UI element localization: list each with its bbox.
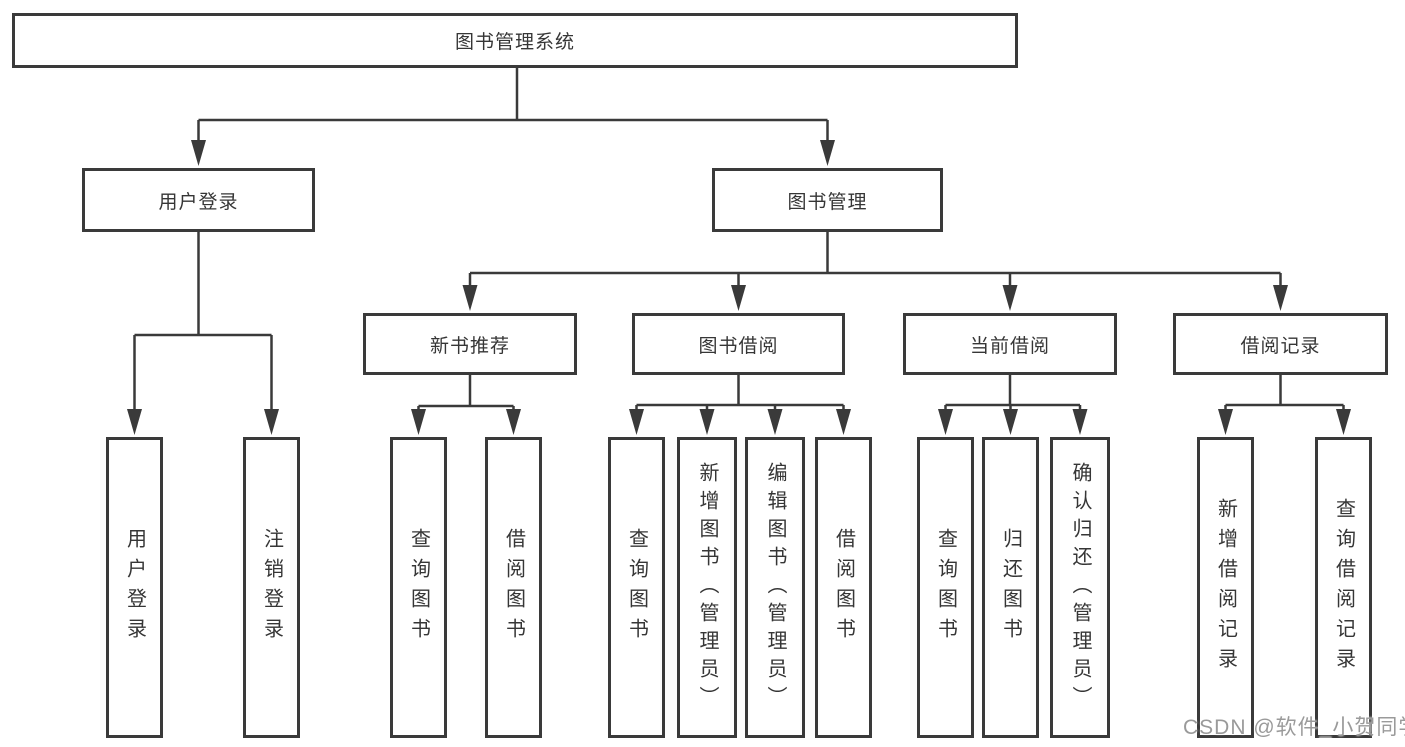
node-user-login: 用户登录	[82, 168, 315, 232]
leaf-user-login: 用户登录	[106, 437, 163, 738]
leaf-newbooks-query: 查询图书	[390, 437, 447, 738]
leaf-currentborrow-return: 归还图书	[982, 437, 1039, 738]
leaf-currentborrow-query: 查询图书	[917, 437, 974, 738]
csdn-watermark: CSDN @软件_小贺同学	[1183, 716, 1405, 739]
node-new-books: 新书推荐	[363, 313, 577, 375]
leaf-bookborrow-query: 查询图书	[608, 437, 665, 738]
node-book-borrow: 图书借阅	[632, 313, 845, 375]
leaf-newbooks-borrow: 借阅图书	[485, 437, 542, 738]
node-borrow-records: 借阅记录	[1173, 313, 1388, 375]
node-root: 图书管理系统	[12, 13, 1018, 68]
node-book-mgmt: 图书管理	[712, 168, 943, 232]
connector-bookborrow-to-leaves	[629, 375, 851, 435]
connector-currentborrow-to-leaves	[938, 375, 1088, 435]
connector-bookmgmt-to-level3	[462, 232, 1288, 311]
leaf-bookborrow-edit-admin: 编辑图书（管理员）	[745, 437, 805, 738]
connector-borrowrecords-to-leaves	[1218, 375, 1351, 435]
leaf-bookborrow-add-admin: 新增图书（管理员）	[677, 437, 737, 738]
leaf-records-add: 新增借阅记录	[1197, 437, 1254, 738]
connector-userlogin-to-leaves	[127, 232, 279, 435]
connector-root-to-level2	[191, 68, 835, 166]
leaf-logout: 注销登录	[243, 437, 300, 738]
connector-newbooks-to-leaves	[411, 375, 521, 435]
leaf-currentborrow-confirm-admin: 确认归还（管理员）	[1050, 437, 1110, 738]
node-current-borrow: 当前借阅	[903, 313, 1117, 375]
leaf-bookborrow-borrow: 借阅图书	[815, 437, 872, 738]
leaf-records-query: 查询借阅记录	[1315, 437, 1372, 738]
